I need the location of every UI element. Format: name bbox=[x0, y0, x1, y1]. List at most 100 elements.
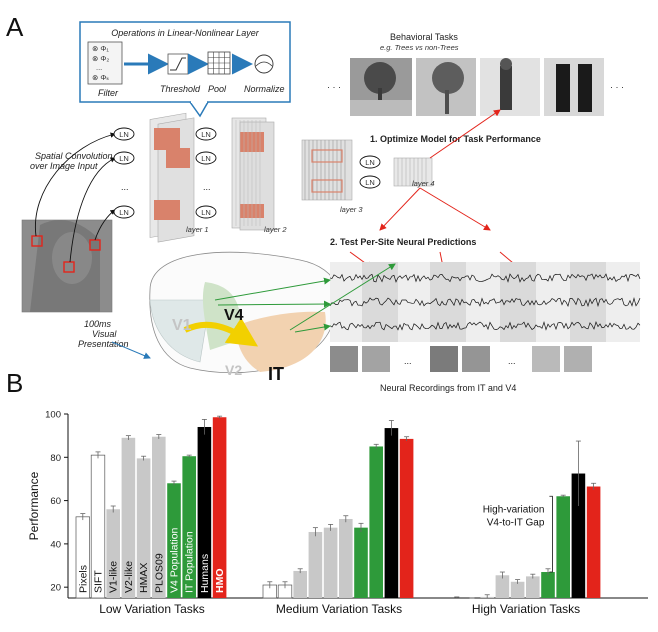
behavioral-subtitle: e.g. Trees vs non-Trees bbox=[380, 43, 459, 52]
bar bbox=[197, 426, 212, 598]
layer-2-stack bbox=[231, 117, 275, 231]
layer-1-stack bbox=[149, 112, 195, 243]
model-label: Humans bbox=[199, 554, 211, 593]
normalize-label: Normalize bbox=[244, 84, 285, 94]
ln-column-1: LN LN LN ... bbox=[113, 127, 135, 219]
area-it: IT bbox=[268, 364, 284, 384]
ln-label: LN bbox=[365, 178, 375, 187]
layer-1-label: layer 1 bbox=[186, 225, 209, 234]
bar bbox=[556, 496, 570, 598]
spatial-conv-line2: over Image Input bbox=[30, 161, 98, 171]
bar bbox=[369, 446, 383, 598]
layer-4-label: layer 4 bbox=[412, 179, 435, 188]
behavioral-title: Behavioral Tasks bbox=[390, 32, 458, 42]
step-1-label: 1. Optimize Model for Task Performance bbox=[370, 134, 541, 144]
phi-1: ⊗ Φ₁ bbox=[92, 44, 109, 53]
phi-dots: ... bbox=[96, 63, 102, 72]
area-v4: V4 bbox=[224, 307, 244, 324]
threshold-label: Threshold bbox=[160, 84, 201, 94]
phi-2: ⊗ Φ₂ bbox=[92, 54, 109, 63]
bar bbox=[339, 518, 353, 598]
bar bbox=[182, 456, 196, 598]
area-v2: V2 bbox=[225, 362, 242, 378]
bar bbox=[152, 436, 166, 598]
pool-label: Pool bbox=[208, 84, 227, 94]
operations-title: Operations in Linear-Nonlinear Layer bbox=[111, 28, 259, 38]
ln-label: LN bbox=[201, 154, 211, 163]
presentation-line3: Presentation bbox=[78, 339, 129, 349]
phi-k: ⊗ Φₖ bbox=[92, 73, 110, 82]
behavioral-images bbox=[350, 58, 604, 116]
model-label: HMAX bbox=[138, 563, 150, 593]
normalize-icon bbox=[254, 54, 274, 74]
neural-recordings bbox=[329, 262, 641, 372]
area-v1: V1 bbox=[172, 317, 192, 334]
bar bbox=[399, 438, 414, 598]
group-label: Medium Variation Tasks bbox=[276, 602, 402, 616]
bar bbox=[571, 473, 586, 598]
ln-label: LN bbox=[365, 158, 375, 167]
layer-3-label: layer 3 bbox=[340, 205, 363, 214]
bar bbox=[121, 437, 136, 598]
model-label: HMO bbox=[214, 569, 226, 594]
y-tick-label: 100 bbox=[45, 410, 61, 421]
model-label: V2-like bbox=[123, 561, 135, 593]
ln-label: LN bbox=[119, 154, 129, 163]
ln-dots: ... bbox=[203, 182, 211, 192]
bar bbox=[293, 570, 307, 598]
y-tick-label: 80 bbox=[50, 453, 61, 464]
ln-column-2: LN LN LN ... bbox=[195, 127, 217, 219]
behavioral-ellipsis-right: · · · bbox=[610, 82, 624, 92]
bar bbox=[354, 527, 368, 598]
operations-box: Operations in Linear-Nonlinear Layer ⊗ Φ… bbox=[79, 21, 291, 118]
model-label: IT Population bbox=[184, 531, 196, 593]
presentation-line2: Visual bbox=[92, 329, 117, 339]
model-label: SIFT bbox=[93, 570, 105, 593]
bar bbox=[541, 572, 555, 598]
brain-diagram bbox=[149, 251, 341, 374]
layer-3-stack bbox=[301, 139, 353, 201]
panel-label-a: A bbox=[6, 12, 24, 42]
bar bbox=[308, 531, 323, 598]
y-tick-label: 40 bbox=[50, 539, 61, 550]
group-label: High Variation Tasks bbox=[472, 602, 580, 616]
pool-grid-icon bbox=[207, 51, 231, 75]
recording-dots-1: ... bbox=[404, 356, 412, 366]
bar bbox=[323, 527, 338, 598]
presentation-line1: 100ms bbox=[84, 319, 112, 329]
panel-label-b: B bbox=[6, 368, 23, 398]
neural-caption: Neural Recordings from IT and V4 bbox=[380, 383, 516, 393]
model-label: V4 Population bbox=[169, 527, 181, 593]
model-label: V1-like bbox=[108, 561, 120, 593]
bar bbox=[136, 458, 151, 598]
model-label: PLOS09 bbox=[153, 553, 165, 593]
bar bbox=[167, 483, 181, 598]
bar bbox=[526, 576, 540, 598]
threshold-icon bbox=[167, 53, 189, 75]
layer-4-stack bbox=[393, 157, 433, 187]
behavioral-ellipsis-left: · · · bbox=[327, 82, 341, 92]
input-image bbox=[21, 219, 113, 313]
group-label: Low Variation Tasks bbox=[99, 602, 205, 616]
gap-annotation-line2: V4-to-IT Gap bbox=[487, 517, 545, 528]
ln-label: LN bbox=[201, 130, 211, 139]
y-tick-label: 60 bbox=[50, 496, 61, 507]
ln-label: LN bbox=[119, 130, 129, 139]
gap-annotation-line1: High-variation bbox=[483, 504, 545, 515]
spatial-conv-line1: Spatial Convolution bbox=[35, 151, 113, 161]
ln-column-3: LN LN bbox=[359, 155, 381, 189]
bar bbox=[586, 486, 601, 598]
bar bbox=[106, 509, 120, 598]
ln-label: LN bbox=[201, 208, 211, 217]
y-axis-label: Performance bbox=[27, 471, 41, 540]
bar bbox=[212, 417, 227, 598]
gap-bracket bbox=[549, 495, 553, 573]
bar bbox=[510, 581, 525, 598]
y-tick-label: 20 bbox=[50, 583, 61, 594]
model-label: Pixels bbox=[77, 565, 89, 593]
bar bbox=[495, 575, 510, 598]
ln-dots: ... bbox=[121, 182, 129, 192]
filter-box bbox=[87, 41, 123, 85]
